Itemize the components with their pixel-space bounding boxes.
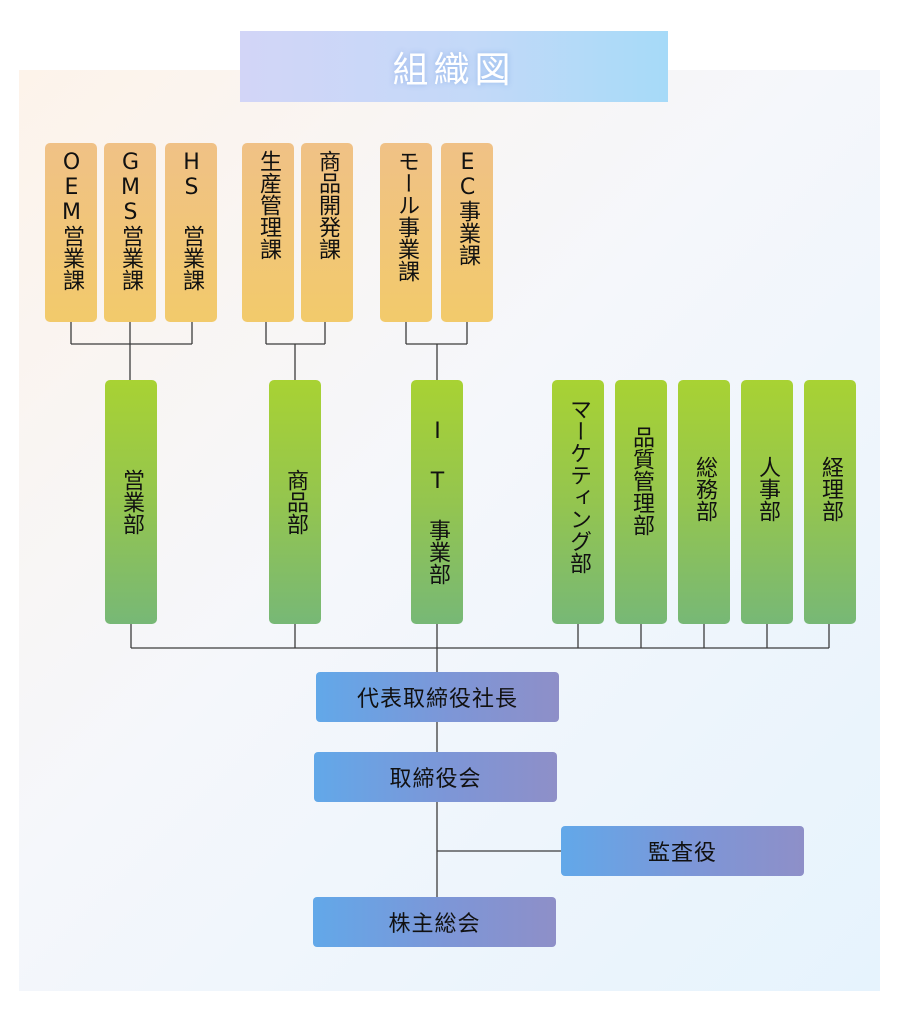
section-label: 生産管理課 [256, 150, 281, 260]
department-label: 営業部 [119, 469, 144, 535]
department-marketing: マーケティング部 [552, 380, 604, 624]
board-of-directors-box: 取締役会 [314, 752, 557, 802]
auditor-box: 監査役 [561, 826, 804, 876]
department-label: 商品部 [283, 469, 308, 535]
department-product: 商品部 [269, 380, 321, 624]
section-gms-sales: GMS営業課 [104, 143, 156, 322]
section-label: HS 営業課 [179, 150, 204, 291]
section-label: GMS営業課 [118, 150, 143, 291]
section-ec-business: EC事業課 [441, 143, 493, 322]
section-oem-sales: OEM営業課 [45, 143, 97, 322]
department-sales: 営業部 [105, 380, 157, 624]
department-label: 総務部 [692, 456, 717, 522]
section-label: EC事業課 [455, 150, 480, 266]
section-label: 商品開発課 [315, 150, 340, 260]
department-label: 人事部 [755, 456, 780, 522]
section-mall-business: モール事業課 [380, 143, 432, 322]
page-title: 組織図 [240, 31, 668, 102]
department-label: 品質管理部 [629, 426, 654, 536]
department-quality-control: 品質管理部 [615, 380, 667, 624]
department-general-affairs: 総務部 [678, 380, 730, 624]
section-production-control: 生産管理課 [242, 143, 294, 322]
section-label: OEM営業課 [59, 150, 84, 291]
department-label: 経理部 [818, 456, 843, 522]
department-label: I T 事業部 [425, 419, 450, 585]
department-human-resources: 人事部 [741, 380, 793, 624]
president-box: 代表取締役社長 [316, 672, 559, 722]
department-it-business: I T 事業部 [411, 380, 463, 624]
section-label: モール事業課 [394, 150, 419, 282]
department-label: マーケティング部 [566, 398, 591, 574]
section-product-development: 商品開発課 [301, 143, 353, 322]
shareholders-meeting-box: 株主総会 [313, 897, 556, 947]
section-hs-sales: HS 営業課 [165, 143, 217, 322]
department-accounting: 経理部 [804, 380, 856, 624]
